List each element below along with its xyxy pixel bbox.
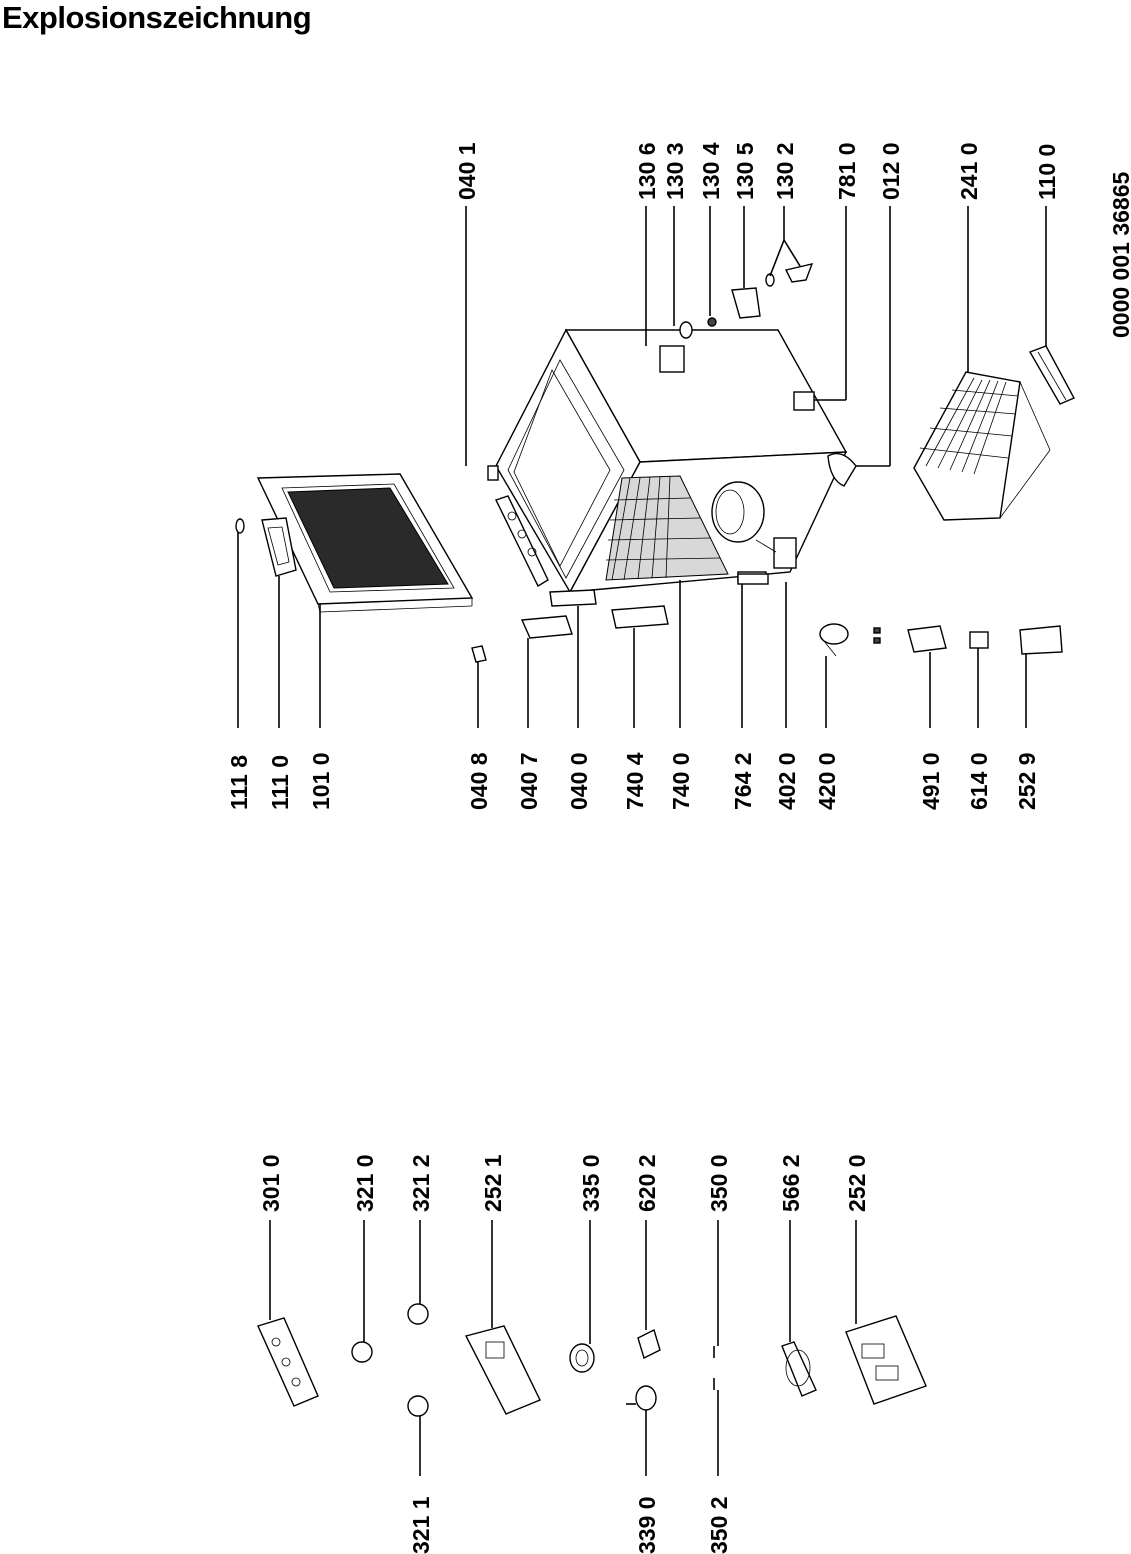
part-label-740-0: 740 0 xyxy=(668,752,694,810)
part-label-241-0: 241 0 xyxy=(956,142,982,200)
part-label-130-3: 130 3 xyxy=(662,142,688,200)
compressor xyxy=(711,481,797,569)
part-label-101-0: 101 0 xyxy=(308,752,334,810)
part-label-321-0: 321 0 xyxy=(352,1154,378,1212)
part-label-566-2: 566 2 xyxy=(778,1154,804,1212)
part-label-110-0: 110 0 xyxy=(1034,144,1060,200)
part-label-040-7: 040 7 xyxy=(516,752,542,810)
page-title: Explosionszeichnung xyxy=(2,0,312,35)
part-label-614-0: 614 0 xyxy=(966,752,992,810)
small-parts-top xyxy=(679,263,814,339)
part-label-130-5: 130 5 xyxy=(732,142,758,200)
control-unit-parts xyxy=(257,1303,927,1417)
door-handle xyxy=(261,517,297,577)
document-number: 0000 001 36865 xyxy=(1108,172,1131,338)
part-label-130-6: 130 6 xyxy=(634,142,660,200)
part-label-350-2: 350 2 xyxy=(706,1496,732,1554)
part-drawings xyxy=(235,263,1075,1417)
part-label-012-0: 012 0 xyxy=(878,142,904,200)
control-panel xyxy=(495,495,549,587)
part-label-252-0: 252 0 xyxy=(844,1154,870,1212)
part-label-111-0: 111 0 xyxy=(267,755,293,810)
leader-lines xyxy=(237,206,1047,1476)
small-parts-middle xyxy=(471,573,1063,663)
door-plug xyxy=(235,518,245,534)
part-label-491-0: 491 0 xyxy=(918,752,944,810)
part-label-111-8: 111 8 xyxy=(226,755,252,810)
part-label-040-1: 040 1 xyxy=(454,142,480,200)
part-label-620-2: 620 2 xyxy=(634,1154,660,1212)
basket-handle xyxy=(1028,345,1075,405)
cabinet-body xyxy=(487,328,857,594)
part-label-781-0: 781 0 xyxy=(834,142,860,200)
part-label-130-2: 130 2 xyxy=(772,142,798,200)
part-label-420-0: 420 0 xyxy=(814,752,840,810)
condenser-grid xyxy=(605,475,729,581)
part-label-321-1: 321 1 xyxy=(408,1496,434,1554)
part-labels: 111 8 111 0 101 0 040 8 040 7 040 0 740 … xyxy=(226,142,1131,1554)
basket xyxy=(913,371,1051,521)
part-label-301-0: 301 0 xyxy=(258,1154,284,1212)
part-label-252-9: 252 9 xyxy=(1014,752,1040,810)
part-label-252-1: 252 1 xyxy=(480,1154,506,1212)
part-label-764-2: 764 2 xyxy=(730,752,756,810)
part-label-350-0: 350 0 xyxy=(706,1154,732,1212)
part-label-040-8: 040 8 xyxy=(466,752,492,810)
part-label-321-2: 321 2 xyxy=(408,1154,434,1212)
part-label-740-4: 740 4 xyxy=(622,752,648,810)
part-label-335-0: 335 0 xyxy=(578,1154,604,1212)
part-label-339-0: 339 0 xyxy=(634,1496,660,1554)
part-label-040-0: 040 0 xyxy=(566,752,592,810)
door-lid xyxy=(256,473,474,613)
part-label-402-0: 402 0 xyxy=(774,752,800,810)
part-label-130-4: 130 4 xyxy=(698,142,724,200)
